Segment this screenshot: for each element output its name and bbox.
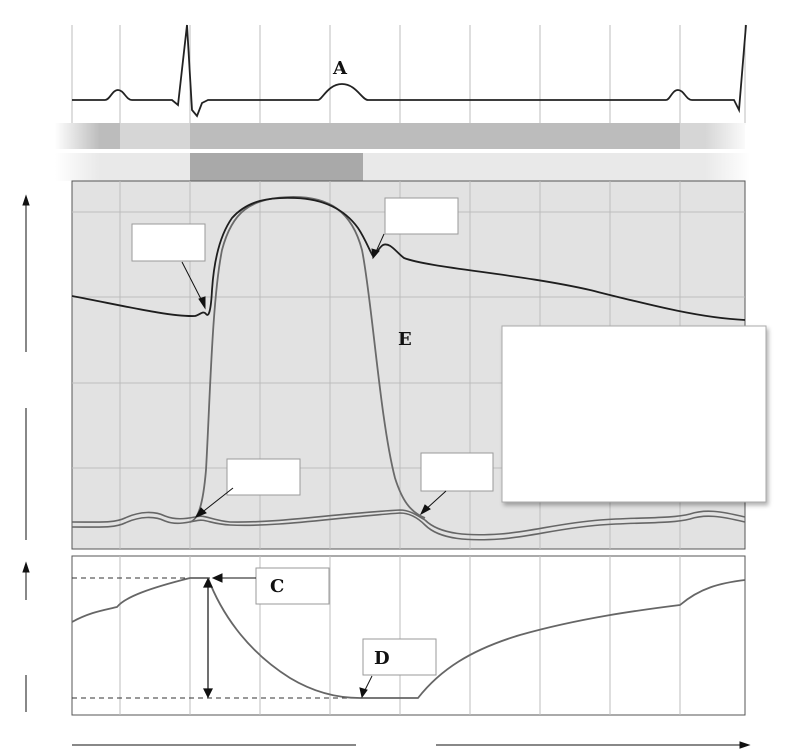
label-d: D (374, 648, 390, 669)
answer-boxes (131, 197, 767, 676)
pressure-axis-arrow (22, 194, 30, 206)
ventricular-systole-bar (190, 123, 680, 149)
ecg-trace (72, 24, 747, 118)
answer-box-c[interactable] (255, 567, 330, 605)
stroke-volume-arrow (203, 577, 213, 699)
atrial-pressure-trace (71, 512, 746, 541)
large-answer-box[interactable] (501, 325, 767, 503)
ecg-panel: A (71, 24, 747, 125)
answer-box-3[interactable] (420, 452, 494, 492)
volume-axis-arrow (22, 561, 30, 573)
ventricular-volume-trace (71, 577, 746, 699)
ecg-grid (71, 25, 746, 125)
time-axis-arrow (739, 741, 751, 749)
volume-panel (71, 555, 746, 716)
aortic-pressure-trace (71, 196, 746, 321)
ejection-bar (190, 153, 363, 181)
timing-bars (55, 123, 750, 181)
answer-box-b[interactable] (226, 458, 301, 496)
label-a: A (332, 58, 348, 79)
diastole-bar (55, 153, 750, 181)
label-e: E (398, 329, 412, 350)
answer-box-d[interactable] (362, 638, 437, 676)
answer-box-2[interactable] (384, 197, 459, 235)
time-axis (72, 741, 751, 749)
side-axes (22, 194, 30, 712)
leader-arrows (181, 233, 447, 699)
label-c: C (270, 576, 284, 597)
answer-box-1[interactable] (131, 223, 206, 262)
